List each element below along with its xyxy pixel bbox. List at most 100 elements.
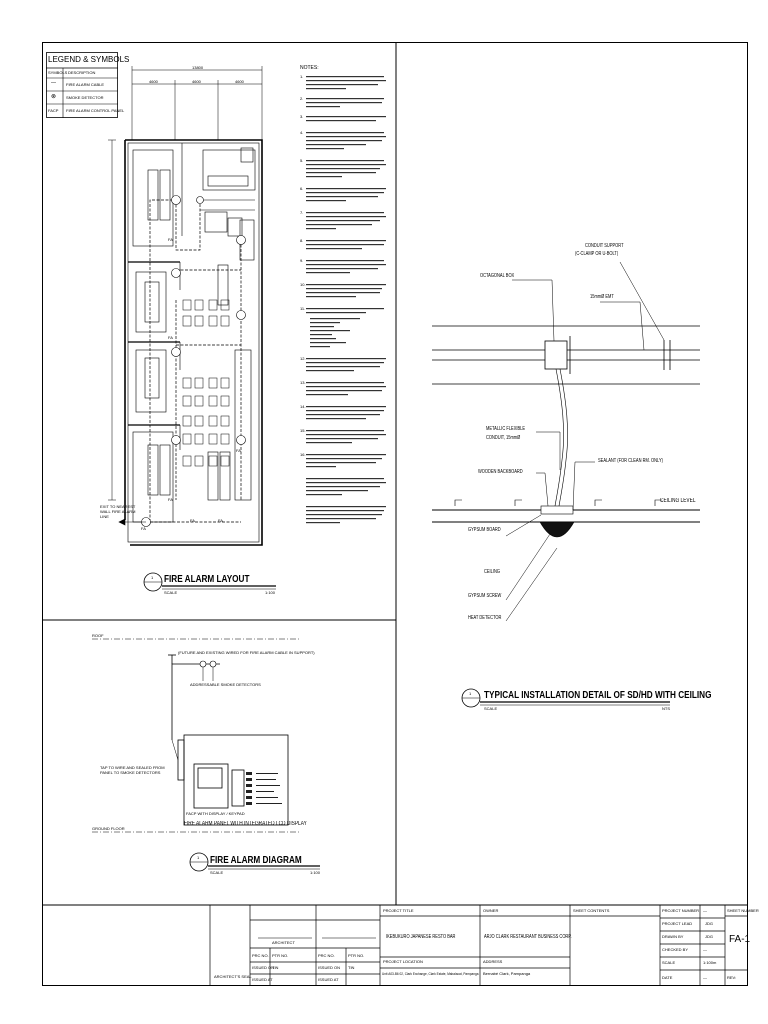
owner-label: OWNER xyxy=(483,908,499,913)
note-number: 2. xyxy=(300,96,304,101)
legend-symbol-facp: FACP xyxy=(48,108,59,113)
fa-label: FA xyxy=(168,335,173,340)
label-gypsum-screw: GYPSUM SCREW xyxy=(468,593,502,599)
label-emt: 15mmØ EMT xyxy=(590,294,614,300)
layout-scale-label: SCALE xyxy=(164,590,178,595)
issued-on-label: ISSUED ON xyxy=(252,965,275,970)
ptr-label: PTR NO. xyxy=(272,953,289,958)
project-lead: JDG xyxy=(705,921,713,926)
date-label: DATE xyxy=(662,975,673,980)
ptr-label: PTR NO. xyxy=(348,953,365,958)
drawn-by-label: DRAWN BY xyxy=(662,934,684,939)
note-number: 15. xyxy=(300,428,306,433)
heat-detector-icon xyxy=(539,521,575,538)
note-number: 4. xyxy=(300,130,304,135)
note-number: 12. xyxy=(300,356,306,361)
legend-desc-facp: FIRE ALARM CONTROL PANEL xyxy=(66,108,125,113)
architect-label: ARCHITECT xyxy=(272,940,295,945)
note-number: 7. xyxy=(300,210,304,215)
dimension-bay-3: 4600 xyxy=(235,79,244,84)
prc-label: PRC NO. xyxy=(252,953,269,958)
project-title-label: PROJECT TITLE xyxy=(383,908,414,913)
label-flex-conduit: METALLIC FLEXIBLE xyxy=(486,426,526,432)
issued-at-label: ISSUED AT xyxy=(318,977,339,982)
legend-desc-cable: FIRE ALARM CABLE xyxy=(66,82,105,87)
note-number: 8. xyxy=(300,238,304,243)
note-number: 14. xyxy=(300,404,306,409)
diagram-top-note: (FUTURE AND EXISTING WIRED FOR FIRE ALAR… xyxy=(178,650,315,655)
drawn-by: JDG xyxy=(705,934,713,939)
roof-level-label: ROOF xyxy=(92,633,104,638)
diagram-scale-value: 1:100 xyxy=(310,870,321,875)
legend-header-symbols: SYMBOLS xyxy=(48,70,68,75)
owner-name: ARJO CLARK RESTAURANT BUSINESS CORP. xyxy=(484,934,572,940)
legend-desc-smoke: SMOKE DETECTOR xyxy=(66,95,104,100)
note-number: 11. xyxy=(300,306,306,311)
detail-title-number: 1 xyxy=(469,691,472,696)
prc-label: PRC NO. xyxy=(318,953,335,958)
legend-table: LEGEND & SYMBOLS SYMBOLS DESCRIPTION — F… xyxy=(46,52,129,118)
detail-scale-value: NTS xyxy=(662,706,670,711)
label-ceiling-level: CEILING LEVEL xyxy=(660,498,696,504)
notes-text-lines xyxy=(306,76,386,524)
label-flex-conduit-size: CONDUIT, 15mmØ xyxy=(486,435,521,441)
detectors-label: ADDRESSABLE SMOKE DETECTORS xyxy=(190,682,261,687)
address-label: ADDRESS xyxy=(483,959,503,964)
checked-by-label: CHECKED BY xyxy=(662,947,689,952)
note-number: 13. xyxy=(300,380,306,385)
legend-symbol-cable: — xyxy=(51,80,56,86)
architects-seal-label: ARCHITECT'S SEAL xyxy=(214,974,252,979)
label-heat-detector: HEAT DETECTOR xyxy=(468,615,502,621)
date-value: — xyxy=(703,975,707,980)
note-number: 9. xyxy=(300,258,304,263)
sheet-number-label: SHEET NUMBER xyxy=(727,908,759,913)
label-sealant: SEALANT (FOR CLEAN RM. ONLY) xyxy=(598,458,663,464)
dining-tables xyxy=(182,299,230,467)
layout-title: FIRE ALARM LAYOUT xyxy=(164,574,250,585)
dimension-bay-1: 4600 xyxy=(149,79,158,84)
tin-label: TIN xyxy=(272,965,279,970)
legend-header-description: DESCRIPTION xyxy=(68,70,96,75)
layout-title-number: 1 xyxy=(151,575,154,580)
address: Bernabé Clark, Pampanga xyxy=(483,971,531,976)
smoke-detectors-plan xyxy=(141,195,246,527)
note-number: 3. xyxy=(300,114,304,119)
label-gypsum-ceiling: CEILING xyxy=(484,569,501,575)
issued-on-label: ISSUED ON xyxy=(318,965,341,970)
scale-value: 1:100m xyxy=(703,960,717,965)
project-lead-label: PROJECT LEAD xyxy=(662,921,693,926)
fa-label: FA xyxy=(168,497,173,502)
diagram-title: FIRE ALARM DIAGRAM xyxy=(210,855,302,866)
notes-block: NOTES: 1. 2. 3. 4. 5. 6. 7. 8. 9. xyxy=(300,66,392,546)
legend-title: LEGEND & SYMBOLS xyxy=(48,55,130,64)
tin-label: TIN xyxy=(348,965,355,970)
scale-label: SCALE xyxy=(662,960,676,965)
note-number: 5. xyxy=(300,158,304,163)
drawing-sheet xyxy=(42,42,748,986)
project-number-label: PROJECT NUMBER xyxy=(662,908,700,913)
fire-alarm-cable-route xyxy=(149,199,242,523)
smoke-detector-symbol-icon: ⊗ xyxy=(51,94,57,100)
project-location-label: PROJECT LOCATION xyxy=(383,959,423,964)
ground-level-label: GROUND FLOOR xyxy=(92,826,125,831)
project-title: IKEBUKURO JAPANESE RESTO BAR xyxy=(386,934,456,940)
checked-by: — xyxy=(703,947,707,952)
fa-label: FA xyxy=(190,518,195,523)
panel-note: FIRE ALARM PANEL WITH INTEGRATED LCD DIS… xyxy=(184,821,307,827)
diagram-scale-label: SCALE xyxy=(210,870,224,875)
wiring-note: TAP TO WIRE AND SEALED FROM PANEL TO SMO… xyxy=(100,765,165,775)
legend-grid xyxy=(46,52,118,118)
issued-at-label: ISSUED AT xyxy=(252,977,273,982)
label-conduit-support: CONDUIT SUPPORT xyxy=(585,243,624,249)
note-number: 16. xyxy=(300,452,306,457)
note-number: 1. xyxy=(300,74,304,79)
panel-caption: FACP WITH DISPLAY / KEYPAD xyxy=(186,811,245,816)
label-wooden-backboard: WOODEN BACKBOARD xyxy=(478,469,523,475)
sheet-number: FA-1 xyxy=(729,934,751,945)
